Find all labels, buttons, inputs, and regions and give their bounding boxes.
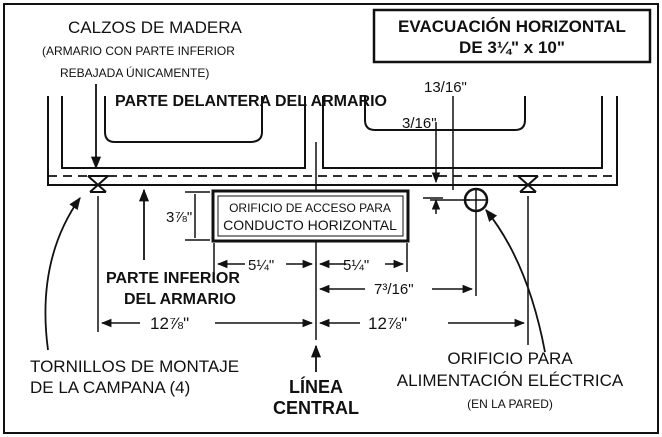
dim-3-7-8-label: 3⅞" — [166, 209, 192, 226]
dim-3-7-8 — [185, 191, 210, 241]
screws-label-2: DE LA CAMPANA (4) — [30, 378, 190, 397]
wood-blocks-label: CALZOS DE MADERA — [68, 18, 242, 37]
outer-frame — [3, 3, 659, 434]
centerline-label-1: LÍNEA — [289, 376, 343, 397]
access-hole-box: ORIFICIO DE ACCESO PARA CONDUCTO HORIZON… — [211, 189, 410, 243]
centerline-label-2: CENTRAL — [273, 398, 359, 418]
mounting-screw-left — [87, 175, 109, 193]
screws-label-1: TORNILLOS DE MONTAJE — [30, 357, 239, 376]
screws-pointer — [44, 196, 81, 351]
dim-12-7-8-left-label: 12⅞" — [150, 314, 189, 333]
mounting-screw-right — [517, 175, 539, 193]
cabinet-bottom-label-2: DEL ARMARIO — [124, 291, 236, 308]
power-hole-label-1: ORIFICIO PARA — [447, 349, 573, 368]
dim-5-1-4 — [213, 243, 408, 272]
wood-blocks-note-2: REBAJADA ÚNICAMENTE) — [60, 65, 209, 80]
power-hole-circle — [463, 187, 489, 213]
dim-3-16-label: 3/16" — [402, 115, 437, 132]
power-hole-pointer — [485, 209, 546, 353]
dim-12-7-8 — [97, 196, 529, 345]
dim-13-16-lines — [423, 96, 470, 214]
wood-blocks-note-1: (ARMARIO CON PARTE INFERIOR — [42, 44, 235, 58]
title-box: EVACUACIÓN HORIZONTAL DE 3¼" x 10" — [372, 8, 652, 64]
cabinet — [47, 96, 618, 186]
cabinet-front-label: PARTE DELANTERA DEL ARMARIO — [115, 93, 387, 110]
dim-5-1-4-right-label: 5¼" — [343, 257, 369, 274]
title-line-1: EVACUACIÓN HORIZONTAL — [398, 17, 626, 36]
dim-13-16-label: 13/16" — [424, 79, 467, 96]
dim-12-7-8-right-label: 12⅞" — [368, 314, 407, 333]
access-hole-label-2: CONDUCTO HORIZONTAL — [223, 217, 397, 233]
title-line-2: DE 3¼" x 10" — [459, 38, 565, 57]
power-hole-label-2: ALIMENTACIÓN ELÉCTRICA — [397, 371, 624, 390]
cabinet-bottom-label-1: PARTE INFERIOR — [106, 270, 240, 287]
dim-5-1-4-left-label: 5¼" — [248, 257, 274, 274]
power-hole-label-3: (EN LA PARED) — [467, 397, 553, 411]
access-hole-label-1: ORIFICIO DE ACCESO PARA — [229, 201, 391, 215]
dim-7-3-16-label: 7³/16" — [374, 281, 414, 298]
